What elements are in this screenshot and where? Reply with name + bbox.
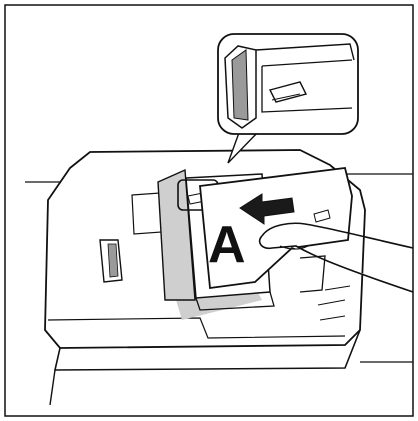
zoom-callout-icon: [218, 34, 358, 163]
document-letter: A: [208, 216, 246, 274]
